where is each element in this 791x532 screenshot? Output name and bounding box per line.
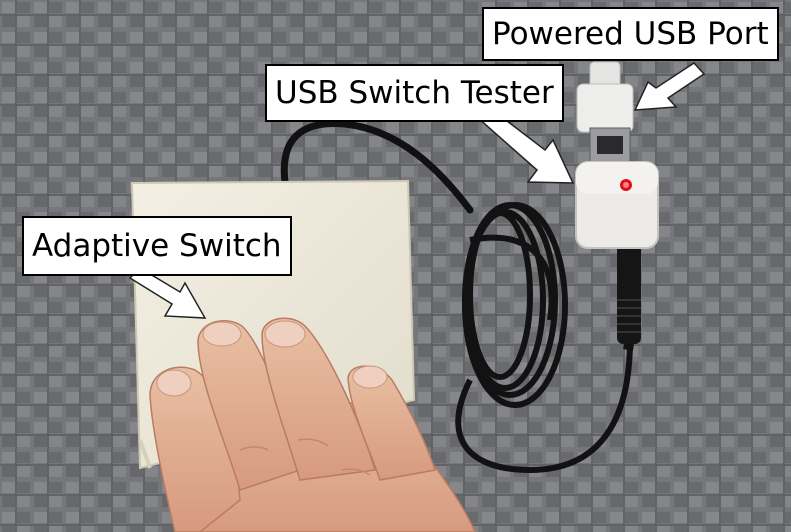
coiled-cable xyxy=(455,202,633,474)
label-adaptive-switch: Adaptive Switch xyxy=(22,216,292,276)
label-usb-switch-tester: USB Switch Tester xyxy=(265,64,564,122)
usb-plug xyxy=(576,61,634,163)
usb-switch-tester xyxy=(575,161,659,249)
switch-cable xyxy=(280,120,474,214)
arrow-powered-usb-port xyxy=(633,62,706,111)
tester-plug xyxy=(617,244,641,344)
label-powered-usb-port: Powered USB Port xyxy=(482,7,779,61)
hand xyxy=(149,317,476,532)
fingernails xyxy=(156,320,388,397)
